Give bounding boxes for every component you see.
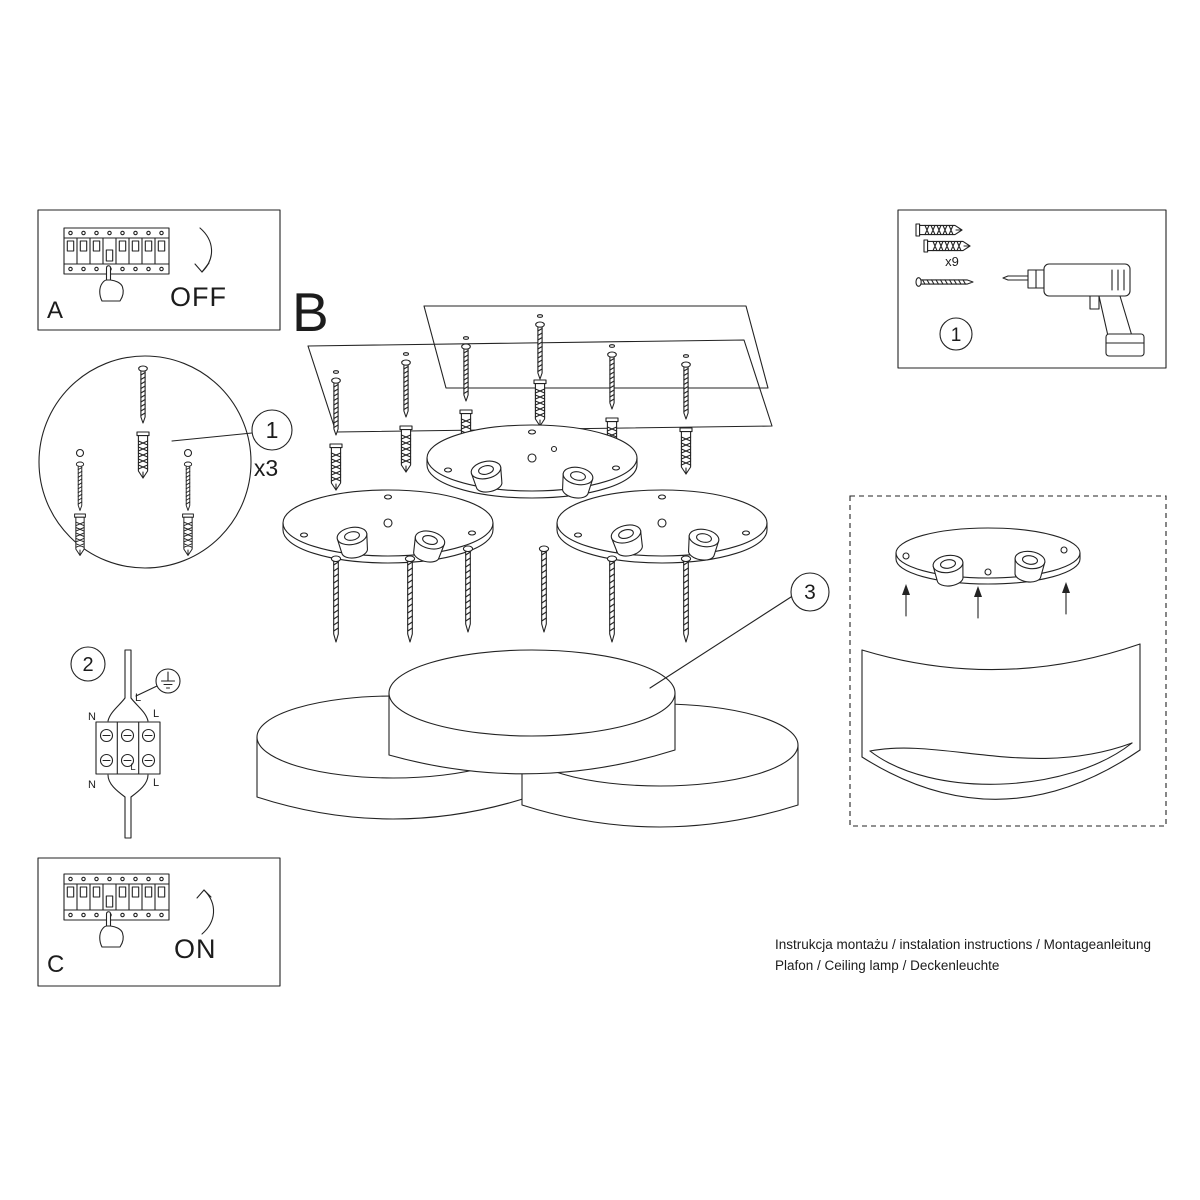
mounting-plate: [282, 489, 494, 566]
step-2-badge-label: 2: [82, 654, 93, 676]
panel-a-frame: [37, 209, 281, 331]
screw-icon: [535, 321, 545, 380]
screw-icon: [404, 555, 416, 643]
breaker-panel-icon: [63, 873, 170, 921]
assembly-arrows: [902, 582, 1070, 619]
step-c-label: C: [47, 951, 64, 978]
panel-c-frame: [37, 857, 281, 987]
detail-mounting-plate: [895, 527, 1081, 589]
supply-cable: [107, 649, 149, 839]
detail-shade: [861, 643, 1141, 800]
panel-power-off: OFF A: [37, 209, 281, 331]
screw-icon: [138, 365, 148, 424]
drill-icon: [1002, 263, 1145, 357]
exploded-view: [256, 305, 799, 828]
wall-anchor-icon: [923, 239, 971, 253]
arrow-down-icon: [194, 227, 213, 273]
screw-icon: [462, 545, 474, 633]
wall-anchor-icon: [399, 425, 413, 473]
screw-icon: [607, 351, 617, 410]
screw-icon: [538, 545, 550, 633]
screw-icon: [461, 343, 471, 402]
arrow-up-icon: [196, 889, 215, 935]
detail-box: [849, 495, 1167, 827]
wall-anchor-icon: [679, 427, 693, 475]
step-1-badge: [939, 317, 973, 351]
lamp-drum-center: [388, 649, 676, 775]
off-label: OFF: [170, 282, 227, 312]
anchor-detail: 1 x3: [38, 355, 293, 569]
screw-icon: [331, 377, 341, 436]
footer-text: Instrukcja montażu / instalation instruc…: [775, 937, 1151, 973]
step-a-label: A: [47, 297, 63, 324]
lamp-socket-icon: [1011, 548, 1047, 585]
wall-anchor-icon: [533, 379, 547, 427]
wall-anchor-icon: [329, 443, 343, 491]
screw-count-label: x9: [945, 254, 959, 269]
anchor-count-label: x3: [254, 455, 278, 481]
wire-label-l-bottom: L: [153, 777, 159, 789]
screw-icon: [680, 555, 692, 643]
hole-mark: [183, 448, 193, 458]
wall-anchor-icon: [74, 513, 86, 556]
panel-power-on: ON C: [37, 857, 281, 987]
mounting-plate: [556, 489, 768, 564]
step-3-badge: [790, 572, 830, 612]
wiring-diagram: 2 L N L L N L: [70, 646, 181, 839]
wire-label-n-left: N: [88, 711, 96, 723]
wire-label-l-block: L: [130, 762, 135, 773]
hole-mark: [75, 448, 85, 458]
ceiling-sheet: [423, 305, 769, 389]
screw-icon: [183, 461, 193, 511]
step-2-badge: [70, 646, 106, 682]
step-b-label: B: [292, 281, 329, 343]
wire-label-l-right: L: [153, 708, 159, 720]
callout-line: [171, 432, 253, 442]
screw-icon: [606, 555, 618, 643]
screw-icon: [330, 555, 342, 643]
step-3-badge-label: 3: [804, 581, 816, 604]
shade-detail: 3: [649, 495, 1167, 827]
panel-hardware-frame: [897, 209, 1167, 369]
step-1-anchor-badge: [251, 409, 293, 451]
wire-label-l-top: L: [135, 692, 141, 704]
breaker-panel-icon: [63, 227, 170, 275]
step-1-badge-label: 1: [951, 325, 962, 346]
terminal-block: [95, 721, 161, 775]
screw-icon: [401, 359, 411, 418]
wall-anchor-icon: [182, 513, 194, 556]
wall-anchor-icon: [915, 223, 963, 237]
mounting-plate: [426, 424, 638, 501]
wall-anchor-icon: [136, 431, 150, 479]
step-1-anchor-badge-label: 1: [266, 417, 279, 443]
ceiling-sheet: [307, 339, 773, 433]
detail-circle: [38, 355, 252, 569]
screw-icon: [915, 277, 974, 287]
ceiling-holes: [332, 314, 690, 374]
wire-label-n-bottom: N: [88, 779, 96, 791]
ground-icon: [135, 668, 181, 697]
on-label: ON: [174, 934, 217, 964]
footer-line-1: Instrukcja montażu / instalation instruc…: [775, 937, 1151, 952]
screw-icon: [681, 361, 691, 420]
screw-icon: [75, 461, 85, 511]
callout-line: [649, 596, 792, 689]
footer-line-2: Plafon / Ceiling lamp / Deckenleuchte: [775, 958, 999, 973]
panel-hardware: x9 1: [897, 209, 1167, 369]
